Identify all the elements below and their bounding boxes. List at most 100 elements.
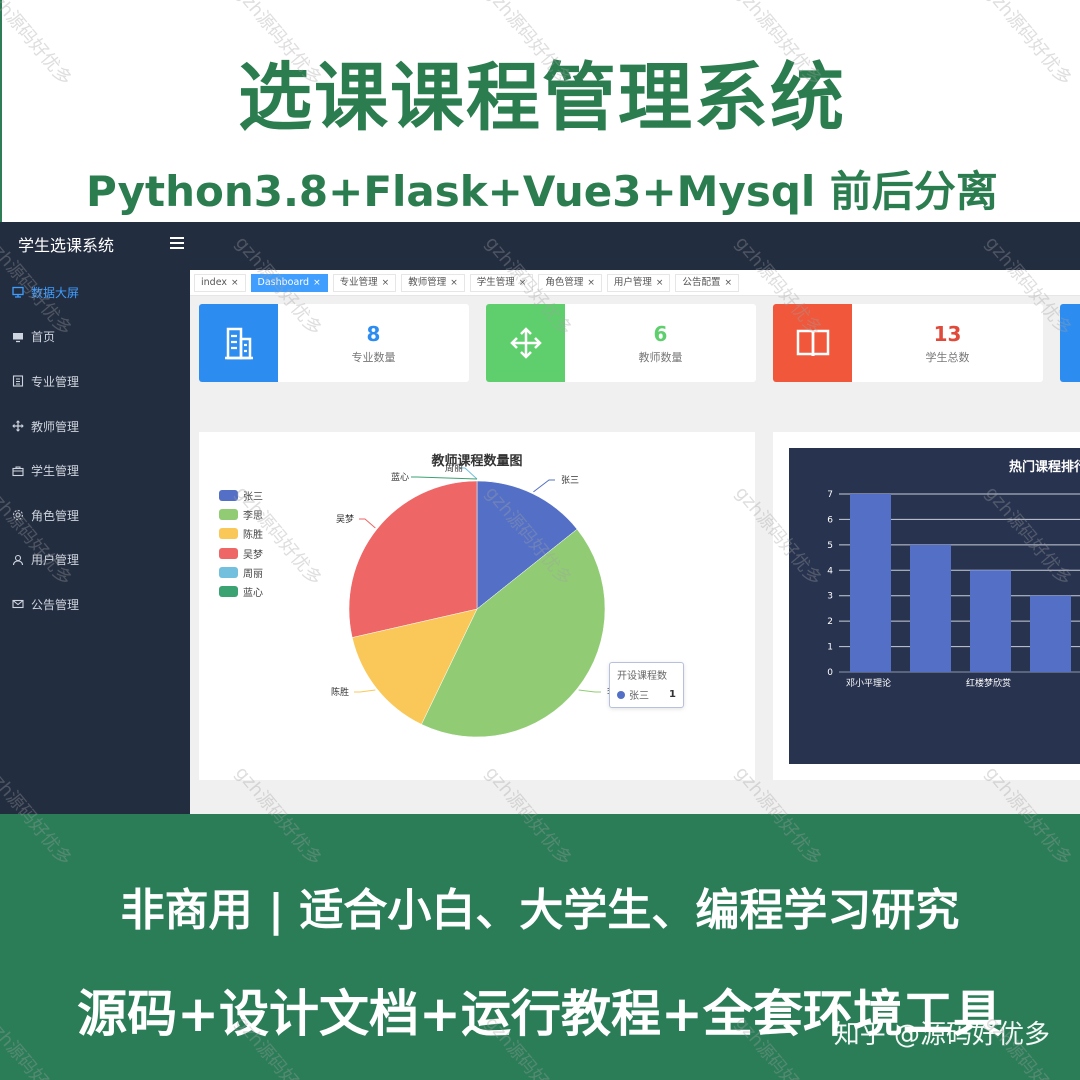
- close-icon[interactable]: ×: [450, 277, 458, 288]
- sidebar-item-roles[interactable]: 角色管理: [0, 493, 190, 538]
- stat-card-partial[interactable]: [1060, 304, 1080, 382]
- close-icon[interactable]: ×: [655, 277, 664, 288]
- tab-label: 公告配置: [682, 276, 721, 288]
- stat-value: 13: [933, 321, 962, 346]
- banner-bottom: 非商用 | 适合小白、大学生、编程学习研究 源码+设计文档+运行教程+全套环境工…: [0, 814, 1080, 1080]
- svg-text:蓝心: 蓝心: [391, 471, 409, 483]
- sidebar-header: 学生选课系统: [0, 222, 190, 266]
- book-icon: [773, 304, 852, 382]
- bar-chart[interactable]: 01234567邓小平理论红楼梦欣赏: [789, 448, 1080, 764]
- sidebar-item-home[interactable]: 首页: [0, 315, 190, 360]
- banner-line2: 源码+设计文档+运行教程+全套环境工具: [77, 985, 1003, 1043]
- banner-line1: 非商用 | 适合小白、大学生、编程学习研究: [120, 885, 960, 936]
- tab-teachers[interactable]: 教师管理×: [401, 273, 465, 292]
- tab-label: 学生管理: [476, 276, 515, 288]
- stat-card-students[interactable]: 13 学生总数: [773, 304, 1043, 382]
- tab-label: Dashboard: [257, 276, 310, 288]
- sidebar-item-dashboard[interactable]: 数据大屏: [0, 270, 190, 315]
- gear-icon: [11, 509, 24, 522]
- legend-item[interactable]: 李思: [219, 505, 263, 524]
- close-icon[interactable]: ×: [231, 277, 239, 288]
- sidebar-nav: 数据大屏 首页 专业管理 教师管理 学生管理: [0, 270, 190, 627]
- close-icon[interactable]: ×: [518, 277, 527, 288]
- sidebar-item-label: 数据大屏: [31, 285, 80, 300]
- building-icon: [11, 375, 24, 388]
- svg-text:2: 2: [827, 617, 833, 627]
- sidebar-item-users[interactable]: 用户管理: [0, 538, 190, 583]
- stat-label: 专业数量: [351, 350, 396, 364]
- svg-text:邓小平理论: 邓小平理论: [846, 677, 891, 689]
- svg-text:4: 4: [827, 566, 833, 576]
- tab-index[interactable]: index ×: [194, 273, 246, 292]
- banner-top: 选课课程管理系统 Python3.8+Flask+Vue3+Mysql 前后分离: [0, 0, 1080, 222]
- stat-label: 教师数量: [638, 350, 683, 364]
- sidebar-item-teachers[interactable]: 教师管理: [0, 404, 190, 449]
- legend-label: 蓝心: [243, 588, 263, 600]
- series-dot-icon: [617, 690, 625, 699]
- sidebar-item-students[interactable]: 学生管理: [0, 448, 190, 493]
- banner-title: 选课课程管理系统: [238, 55, 846, 141]
- tab-dashboard[interactable]: Dashboard×: [250, 273, 328, 292]
- close-icon[interactable]: ×: [724, 277, 733, 288]
- banner-subtitle: Python3.8+Flask+Vue3+Mysql 前后分离: [86, 167, 998, 216]
- svg-text:3: 3: [827, 592, 833, 602]
- sidebar-item-majors[interactable]: 专业管理: [0, 359, 190, 404]
- stat-card-majors[interactable]: 8 专业数量: [199, 304, 469, 382]
- close-icon[interactable]: ×: [313, 277, 321, 288]
- svg-text:周丽: 周丽: [445, 463, 463, 474]
- sidebar-item-label: 角色管理: [31, 508, 80, 523]
- brand-title: 学生选课系统: [18, 236, 115, 255]
- legend-item[interactable]: 陈胜: [219, 524, 263, 543]
- stat-value: 8: [366, 321, 381, 346]
- briefcase-icon: [11, 464, 24, 477]
- move-icon: [11, 420, 24, 433]
- tab-label: 角色管理: [545, 276, 584, 288]
- sidebar-item-label: 学生管理: [31, 464, 80, 479]
- sidebar-item-label: 教师管理: [31, 419, 80, 434]
- svg-text:0: 0: [827, 668, 833, 678]
- chart-legend: 张三 李思 陈胜 吴梦 周丽 蓝心: [219, 486, 263, 601]
- tab-users[interactable]: 用户管理×: [606, 273, 671, 292]
- legend-label: 李思: [243, 511, 263, 523]
- menu-toggle-icon[interactable]: [170, 237, 184, 249]
- legend-label: 张三: [243, 492, 263, 504]
- tab-majors[interactable]: 专业管理×: [332, 273, 397, 292]
- legend-item[interactable]: 蓝心: [219, 582, 263, 601]
- sidebar-item-label: 首页: [31, 330, 56, 345]
- close-icon[interactable]: ×: [587, 277, 595, 288]
- monitor-icon: [11, 286, 24, 299]
- legend-item[interactable]: 周丽: [219, 563, 263, 582]
- tab-label: 专业管理: [339, 276, 378, 288]
- sidebar-item-label: 专业管理: [31, 374, 80, 389]
- tab-label: 教师管理: [408, 276, 447, 288]
- legend-item[interactable]: 吴梦: [219, 544, 263, 563]
- desktop-icon: [11, 330, 24, 343]
- close-icon[interactable]: ×: [381, 277, 390, 288]
- sidebar-item-notices[interactable]: 公告管理: [0, 582, 190, 627]
- svg-text:红楼梦欣赏: 红楼梦欣赏: [966, 677, 1011, 689]
- sidebar: 学生选课系统 数据大屏 首页 专业管理 教师管理: [0, 222, 190, 814]
- svg-text:5: 5: [827, 541, 833, 551]
- tab-roles[interactable]: 角色管理×: [538, 273, 602, 292]
- stat-card-teachers[interactable]: 6 教师数量: [486, 304, 756, 382]
- svg-text:1: 1: [827, 643, 833, 653]
- legend-label: 陈胜: [243, 530, 263, 542]
- building-icon: [199, 304, 278, 382]
- tab-label: index: [201, 276, 227, 288]
- app-screenshot: 学生选课系统 数据大屏 首页 专业管理 教师管理: [0, 222, 1080, 814]
- tab-notices[interactable]: 公告配置×: [675, 273, 740, 292]
- main-content: index× Dashboard× 专业管理× 教师管理× 学生管理× 角色管理…: [190, 270, 1080, 814]
- tags-view: index× Dashboard× 专业管理× 教师管理× 学生管理× 角色管理…: [190, 270, 1080, 296]
- tab-students[interactable]: 学生管理×: [469, 273, 534, 292]
- sidebar-item-label: 公告管理: [31, 597, 80, 612]
- tooltip-name: 张三: [629, 691, 649, 702]
- legend-label: 周丽: [243, 568, 263, 580]
- chart-title: 教师课程数量图: [431, 454, 523, 469]
- legend-item[interactable]: 张三: [219, 486, 263, 505]
